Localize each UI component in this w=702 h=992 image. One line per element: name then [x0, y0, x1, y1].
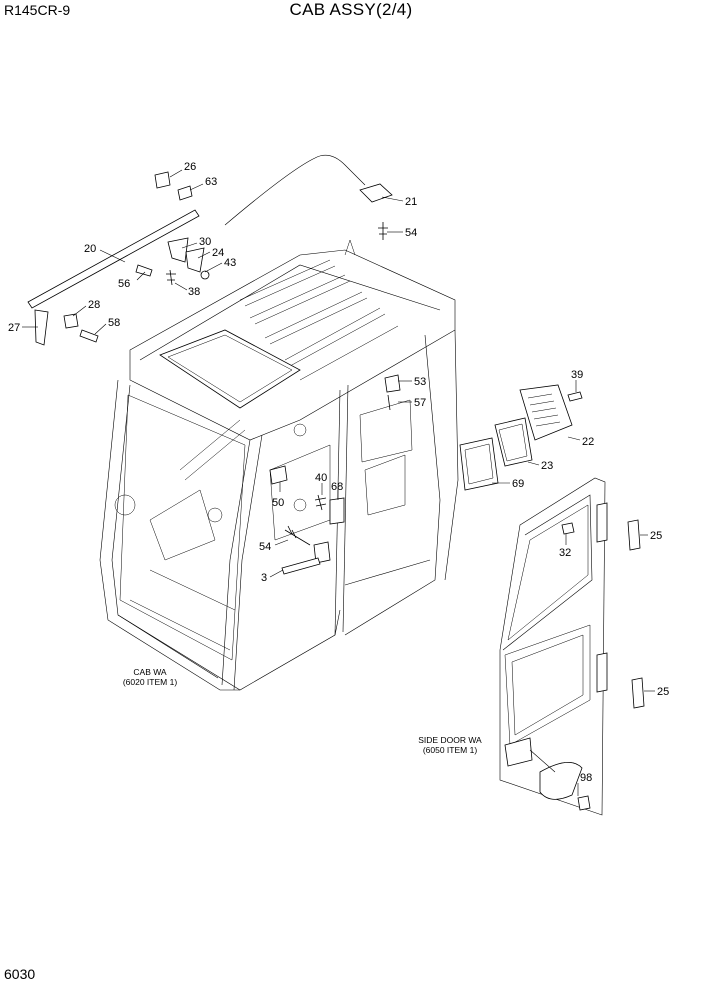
callout-54-top: 54 [405, 227, 417, 239]
callout-30: 30 [199, 236, 211, 248]
reference-notes: CAB WA (6020 ITEM 1) SIDE DOOR WA (6050 … [123, 667, 482, 755]
callout-32: 32 [559, 547, 571, 559]
callout-25-upper: 25 [650, 530, 662, 542]
callout-54-mid: 54 [259, 541, 271, 553]
leader-lines [22, 169, 655, 796]
cab-wa-ref: (6020 ITEM 1) [123, 677, 177, 687]
cab-wa-label: CAB WA [133, 667, 167, 677]
page-title: CAB ASSY(2/4) [289, 0, 413, 19]
small-parts-upper-left [34, 171, 210, 346]
callout-57: 57 [414, 397, 426, 409]
callout-40: 40 [315, 472, 327, 484]
callout-68: 68 [331, 481, 343, 493]
callout-43: 43 [224, 257, 236, 269]
callout-21: 21 [405, 196, 417, 208]
callout-24: 24 [212, 247, 224, 259]
callout-labels: 26 63 21 54 20 30 24 43 56 38 28 27 58 3… [8, 161, 669, 784]
weather-strip-20 [27, 209, 200, 309]
callout-27: 27 [8, 322, 20, 334]
side-door-wa-label: SIDE DOOR WA [418, 735, 482, 745]
callout-23: 23 [541, 460, 553, 472]
vent-assembly [459, 384, 583, 491]
callout-38: 38 [188, 286, 200, 298]
callout-69: 69 [512, 478, 524, 490]
callout-53: 53 [414, 376, 426, 388]
callout-26: 26 [184, 161, 196, 173]
antenna-cable [224, 154, 393, 240]
small-parts-center [269, 374, 401, 575]
callout-50: 50 [272, 497, 284, 509]
callout-39: 39 [571, 369, 583, 381]
cab-frame [99, 239, 459, 691]
side-door [499, 477, 645, 816]
callout-98: 98 [580, 772, 592, 784]
callout-22: 22 [582, 436, 594, 448]
page-number: 6030 [4, 966, 36, 982]
callout-28: 28 [88, 299, 100, 311]
callout-20: 20 [84, 243, 96, 255]
callout-25-lower: 25 [657, 686, 669, 698]
callout-63: 63 [205, 176, 217, 188]
side-door-wa-ref: (6050 ITEM 1) [423, 745, 477, 755]
callout-3: 3 [261, 572, 267, 584]
callout-56: 56 [118, 278, 130, 290]
callout-58: 58 [108, 317, 120, 329]
model-number: R145CR-9 [4, 2, 71, 18]
